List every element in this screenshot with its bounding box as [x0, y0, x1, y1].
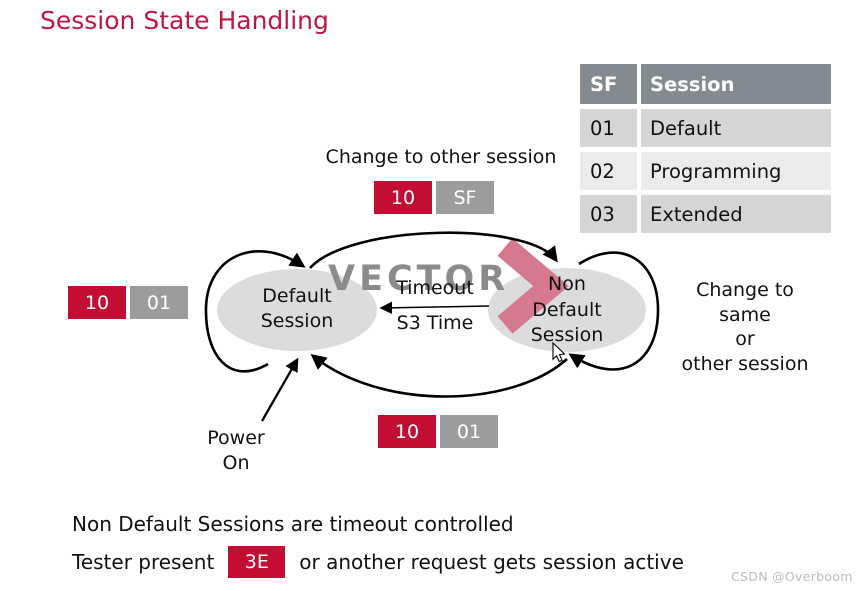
top-badges: 10 SF: [374, 181, 494, 214]
state-label-line: Session: [530, 324, 604, 346]
csdn-watermark: CSDN @Overboom: [731, 569, 853, 584]
table-cell-sf: 01: [580, 109, 637, 147]
arrow-power-on: [261, 357, 299, 422]
session-table: SF Session 01 Default 02 Programming 03 …: [580, 64, 831, 233]
note-timeout-controlled: Non Default Sessions are timeout control…: [72, 512, 514, 536]
note-suffix: or another request gets session active: [299, 550, 684, 574]
change-to-same-or-other-label: Change to same or other session: [655, 278, 835, 376]
label-line: Change to: [696, 279, 794, 301]
label-line: same: [719, 303, 771, 326]
tester-present-3e-badge: 3E: [228, 546, 286, 578]
arrow-nondefault-to-default: [310, 354, 568, 398]
label-line: Power: [207, 427, 265, 449]
table-cell-session: Extended: [641, 195, 831, 233]
non-default-session-state: Non Default Session: [487, 272, 647, 349]
sid-10-badge: 10: [378, 415, 436, 448]
label-line: other session: [681, 352, 809, 375]
sid-10-badge: 10: [374, 181, 432, 214]
non-default-session-ellipse: [488, 268, 646, 352]
sf-01-badge: 01: [130, 286, 188, 319]
state-label-line: Non: [548, 273, 586, 295]
table-cell-session: Programming: [641, 152, 831, 190]
sf-badge: SF: [436, 181, 494, 214]
arrow-default-to-nondefault: [309, 231, 558, 269]
timeout-label: Timeout: [396, 277, 474, 299]
table-cell-session: Default: [641, 109, 831, 147]
sf-01-badge: 01: [440, 415, 498, 448]
state-label-line: Default: [532, 298, 602, 321]
mouse-cursor: [552, 341, 566, 363]
vector-watermark-text: VECTOR: [328, 259, 509, 299]
note-tester-present: Tester present 3E or another request get…: [72, 544, 684, 580]
s3-time-label: S3 Time: [396, 312, 474, 334]
table-header-sf: SF: [580, 64, 637, 104]
left-badges: 10 01: [68, 286, 188, 319]
change-to-other-session-label: Change to other session: [325, 146, 557, 168]
power-on-label: Power On: [178, 426, 294, 476]
bottom-badges: 10 01: [378, 415, 498, 448]
table-cell-sf: 02: [580, 152, 637, 190]
vector-chevron-icon: [497, 238, 569, 334]
page-title: Session State Handling: [40, 6, 329, 35]
note-prefix: Tester present: [72, 550, 215, 574]
default-session-ellipse: [217, 269, 377, 351]
arrow-timeout: [379, 301, 490, 315]
arrow-default-self-loop: [204, 249, 306, 373]
label-line: On: [222, 452, 250, 474]
table-header-session: Session: [641, 64, 831, 104]
label-line: or: [735, 328, 755, 350]
state-label-line: Default: [262, 285, 332, 307]
arrow-nondefault-self-loop: [568, 251, 660, 371]
default-session-state: Default Session: [217, 284, 377, 334]
sid-10-badge: 10: [68, 286, 126, 319]
table-cell-sf: 03: [580, 195, 637, 233]
state-label-line: Session: [260, 310, 334, 332]
